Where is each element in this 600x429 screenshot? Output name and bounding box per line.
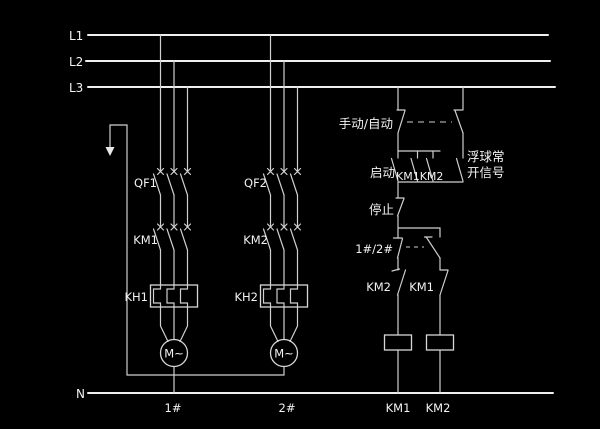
interlock-left-label: KM2: [366, 280, 391, 294]
thermal-relay-2-box: [259, 284, 309, 308]
mode-switch-label: 手动/自动: [339, 116, 393, 131]
drop-wire: [109, 124, 285, 376]
start-and-seal-in-block: 启动 KM1KM2: [370, 150, 464, 183]
contactor-1-label: KM1: [133, 233, 158, 247]
label-l2: L2: [69, 55, 83, 69]
motor-branch-2: M~ QF2 KM2 KH2 2#: [234, 34, 309, 415]
float-signal-label-line2: 开信号: [467, 165, 505, 180]
thermal-relay-2-label: KH2: [234, 290, 258, 304]
pump-2-tag: 2#: [279, 401, 296, 415]
pump-selector-label: 1#/2#: [355, 242, 393, 256]
pump-1-tag: 1#: [165, 401, 182, 415]
interlock-contacts: KM2 KM1: [366, 268, 449, 296]
contactor-coils: KM1 KM2: [383, 334, 455, 415]
seal-in-contacts-label: KM1KM2: [396, 170, 443, 183]
label-l1: L1: [69, 29, 83, 43]
left-drop-conductor: [105, 124, 285, 376]
stop-button-contact: 停止: [369, 197, 405, 217]
pump-selector-switch: 1#/2#: [355, 227, 441, 259]
thermal-relay-1-label: KH1: [124, 290, 148, 304]
start-button-label: 启动: [370, 165, 395, 180]
coil-km1-box: [383, 334, 413, 351]
breaker-1-label: QF1: [134, 176, 157, 190]
coil-right-tag: KM2: [426, 401, 451, 415]
label-n: N: [76, 387, 85, 401]
label-l3: L3: [69, 81, 83, 95]
stop-button-label: 停止: [369, 202, 394, 217]
thermal-relay-1-box: [149, 284, 199, 308]
float-signal-contact: 浮球常 开信号: [455, 149, 505, 182]
control-circuit: 手动/自动 启动 KM1KM2 浮球常 开信号 停止: [339, 86, 505, 415]
motor-1-label: M~: [164, 347, 184, 361]
mode-selector-switch: 手动/自动: [339, 109, 464, 134]
interlock-right-label: KM1: [409, 280, 434, 294]
breaker-2-label: QF2: [244, 176, 267, 190]
coil-left-tag: KM1: [386, 401, 411, 415]
motor-branch-1: M~ QF1 KM1 KH1 1#: [124, 34, 199, 415]
down-arrow-icon: [105, 147, 115, 156]
motor-2-label: M~: [274, 347, 294, 361]
float-signal-label-line1: 浮球常: [467, 149, 505, 164]
coil-km2-box: [425, 334, 455, 351]
power-rails: L1 L2 L3 N: [69, 29, 556, 401]
contactor-2-label: KM2: [243, 233, 268, 247]
